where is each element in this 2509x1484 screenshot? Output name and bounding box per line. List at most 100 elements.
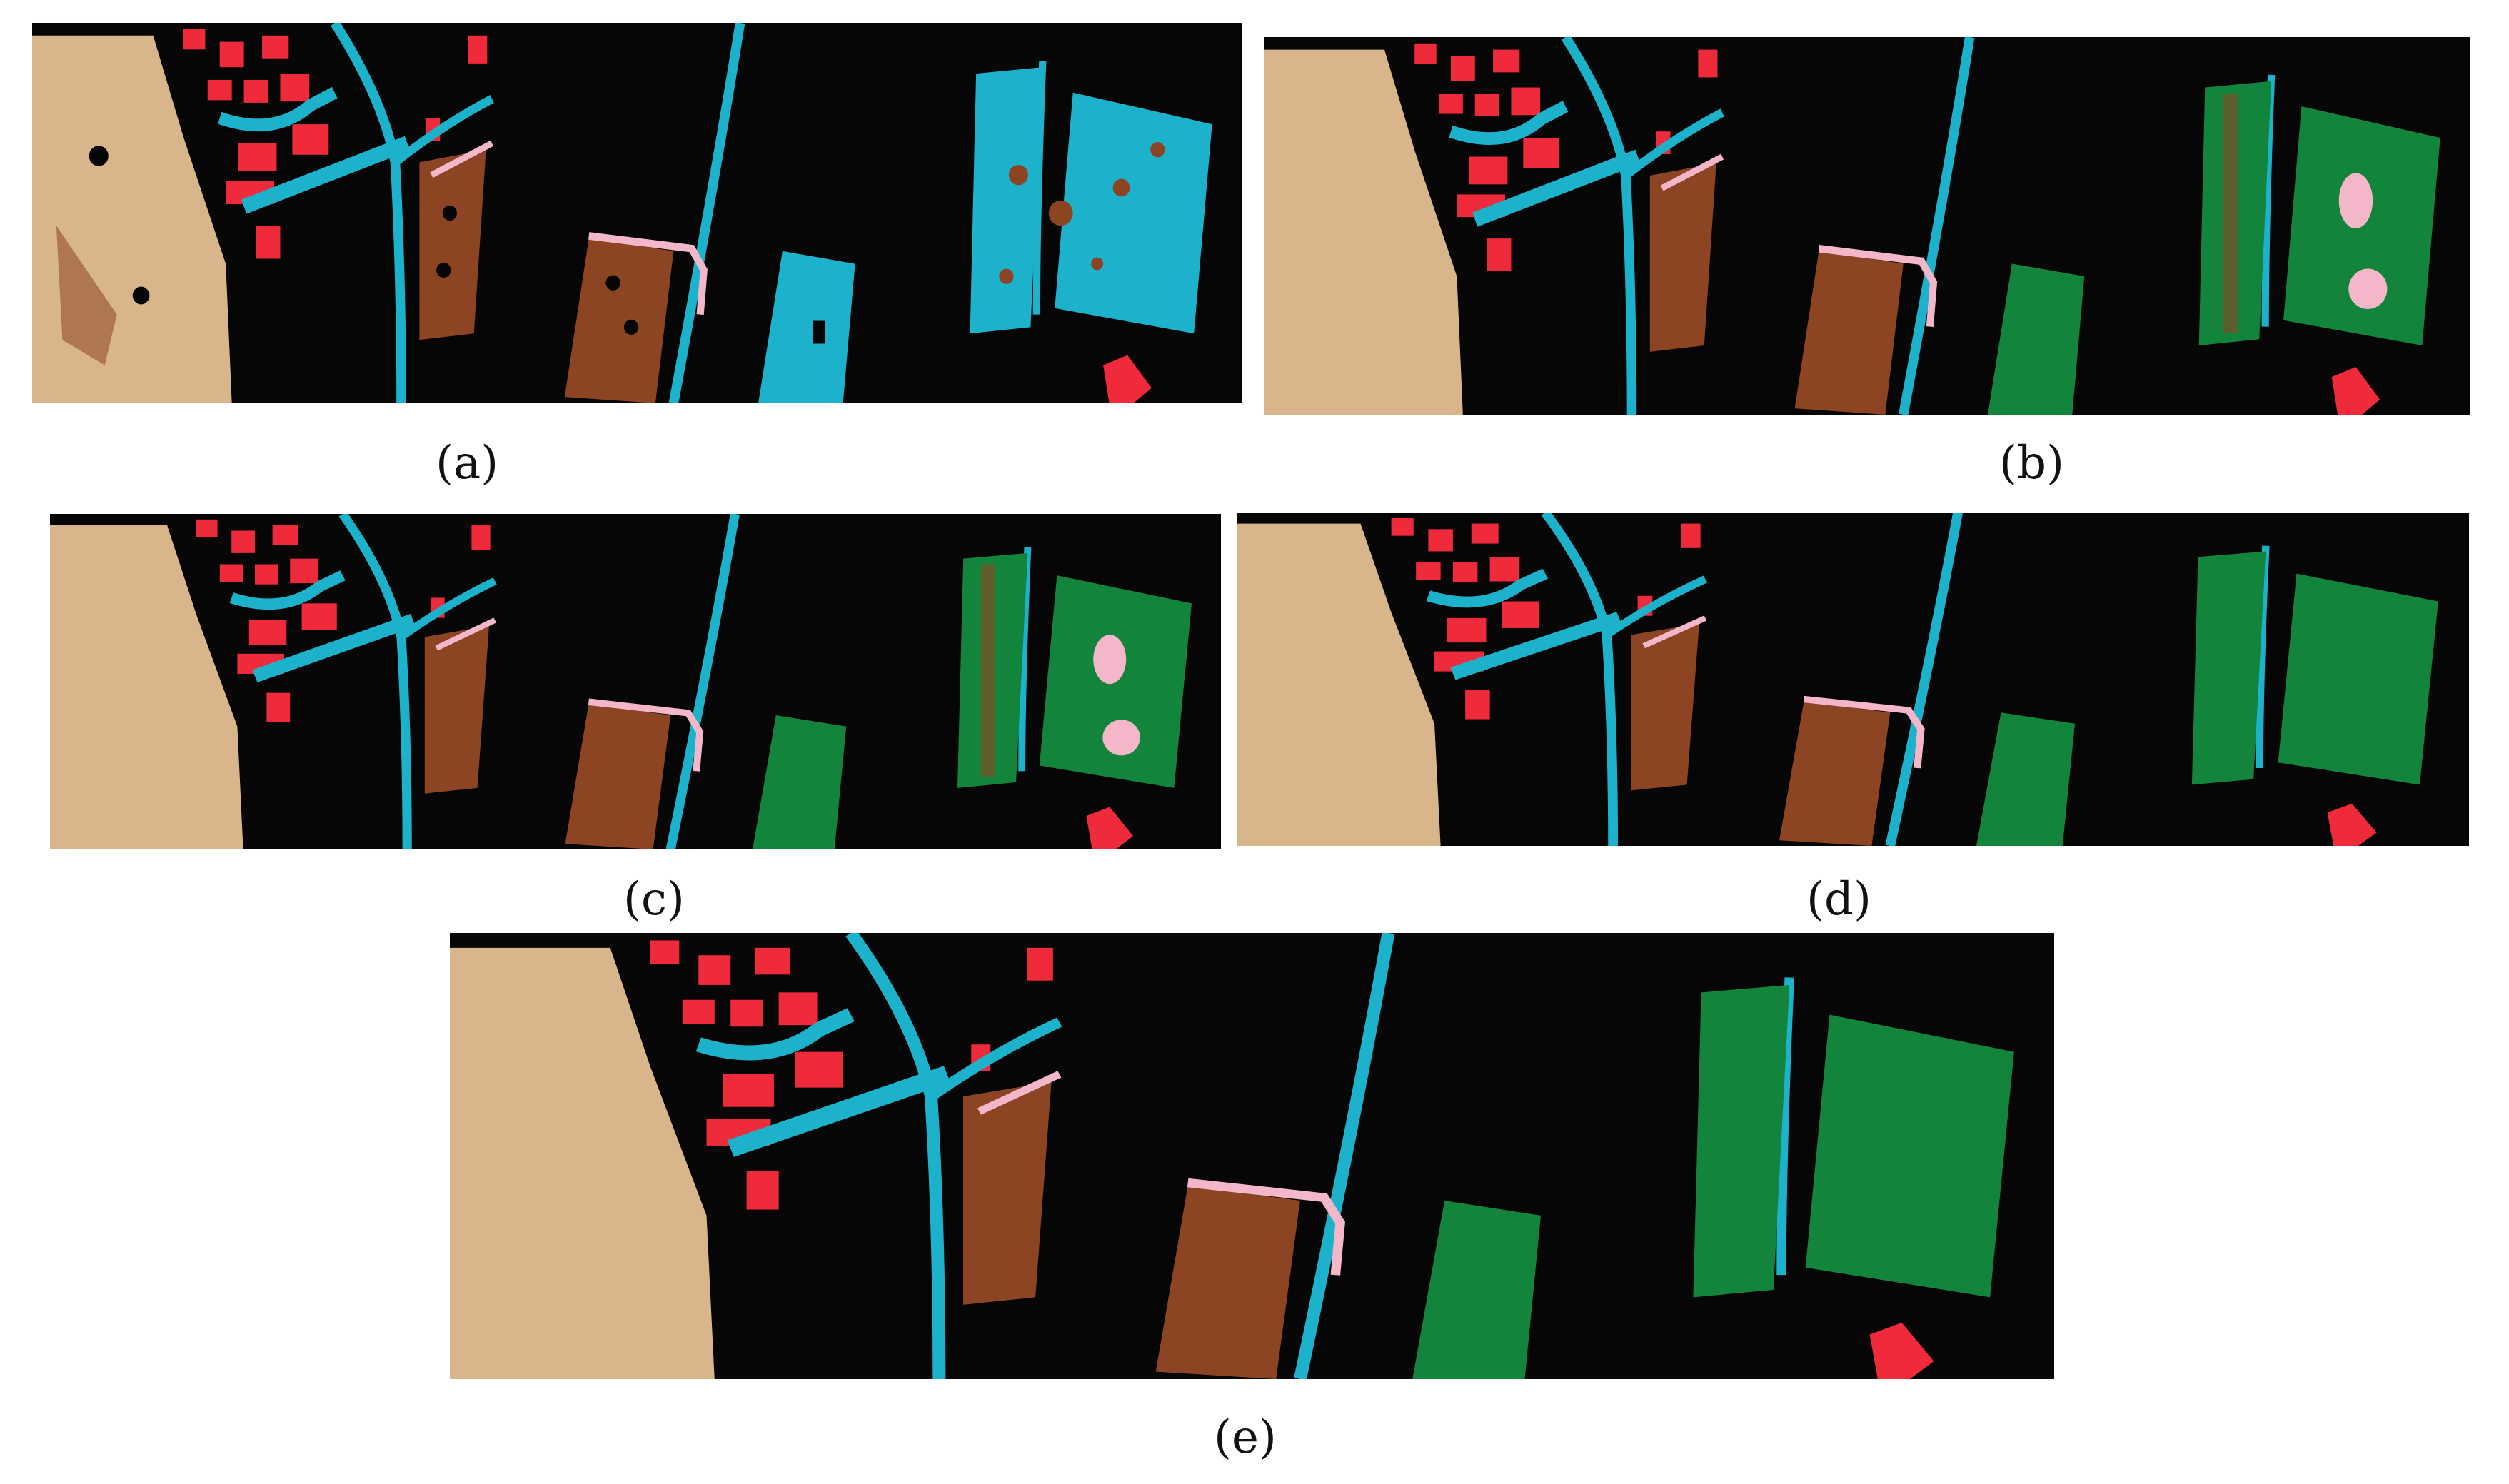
classification-map-e	[450, 933, 2054, 1379]
red-building	[1493, 49, 1520, 73]
cyan-river	[845, 933, 946, 1379]
red-building	[722, 1074, 774, 1107]
brown-strip	[980, 564, 995, 777]
red-building	[2327, 803, 2377, 846]
vegetation-field	[1976, 712, 2075, 846]
cyan-branch	[1623, 108, 1724, 179]
cyan-channel	[1449, 101, 1569, 145]
pink-path	[1803, 695, 1925, 769]
red-building	[196, 519, 218, 537]
pink-path	[1642, 615, 1707, 649]
red-building	[1523, 138, 1560, 168]
pink-path	[588, 232, 708, 316]
mixed-pixels	[1150, 142, 1165, 158]
map-d-svg	[1237, 513, 2469, 846]
classification-map-c	[50, 514, 1221, 849]
mixed-pixels	[1048, 200, 1073, 226]
red-building	[1489, 557, 1520, 582]
classification-map-a	[32, 23, 1242, 403]
red-building	[207, 79, 232, 101]
tan-hole	[132, 286, 150, 305]
tan-hole	[89, 146, 109, 166]
tan-region	[1237, 523, 1441, 846]
vegetation-field	[1055, 92, 1212, 334]
mixed-pixels	[1091, 257, 1104, 271]
field-hole	[605, 275, 620, 291]
red-building	[243, 79, 268, 103]
mixed-pixels	[1112, 178, 1130, 197]
cyan-river	[1899, 37, 1975, 415]
cyan-road	[241, 136, 410, 214]
red-building	[1428, 529, 1453, 552]
panel-label-e: (e)	[1214, 1411, 1277, 1464]
red-building	[1511, 87, 1541, 116]
mixed-pixels	[999, 268, 1014, 284]
pink-path	[435, 617, 497, 651]
brown-field	[424, 625, 489, 794]
red-building	[1103, 355, 1152, 403]
brown-field	[1649, 163, 1716, 352]
vegetation-field	[2191, 551, 2266, 785]
cyan-channel	[695, 1008, 855, 1061]
pink-path	[977, 1071, 1062, 1115]
tan-mixed-patch	[56, 226, 117, 365]
cyan-stream	[2256, 545, 2270, 769]
cyan-stream	[1776, 977, 1794, 1276]
red-building	[219, 41, 244, 68]
map-b-svg	[1264, 37, 2470, 415]
red-building	[256, 226, 281, 259]
red-building	[1416, 562, 1441, 580]
brown-field	[1779, 701, 1891, 846]
red-building	[754, 947, 790, 975]
map-c-svg	[50, 514, 1221, 849]
red-building	[730, 999, 763, 1027]
cyan-river	[1294, 933, 1395, 1379]
red-building	[231, 530, 255, 553]
cyan-river	[1541, 513, 1619, 846]
brown-field	[565, 704, 671, 849]
pink-patch	[1093, 635, 1127, 685]
red-building	[1447, 617, 1487, 643]
red-building	[471, 525, 491, 550]
red-building	[778, 992, 818, 1026]
cyan-stream	[1032, 61, 1047, 315]
pink-patch	[2348, 268, 2388, 309]
tan-region	[1264, 49, 1463, 415]
red-building	[746, 1171, 779, 1210]
brown-field	[564, 238, 674, 403]
red-building	[292, 124, 329, 155]
field-hole	[623, 319, 639, 335]
red-building	[698, 955, 731, 985]
field-hole	[436, 262, 451, 278]
cyan-branch	[392, 95, 494, 166]
panel-label-a: (a)	[436, 437, 499, 490]
tan-region	[450, 947, 715, 1379]
red-building	[280, 74, 310, 102]
cyan-river	[331, 23, 406, 403]
cyan-river	[1561, 37, 1637, 415]
panel-label-c: (c)	[623, 873, 685, 926]
cyan-road	[1450, 612, 1622, 680]
red-building	[1450, 56, 1475, 81]
cyan-stream	[2261, 74, 2276, 327]
map-a-svg	[32, 23, 1242, 403]
pink-patch	[1102, 720, 1140, 756]
cyan-stream	[1018, 547, 1032, 772]
cyan-channel	[1426, 568, 1549, 608]
cyan-channel	[218, 86, 338, 132]
pink-path	[1818, 244, 1938, 328]
red-building	[1681, 523, 1701, 548]
red-building	[1698, 49, 1718, 78]
field-hole	[442, 205, 457, 221]
red-building	[1469, 156, 1508, 185]
red-building	[1391, 518, 1414, 536]
red-building	[272, 525, 298, 545]
red-building	[1487, 238, 1512, 271]
brown-field	[1794, 251, 1904, 415]
cyan-branch	[398, 577, 497, 640]
cyan-road	[252, 614, 416, 682]
brown-field	[1155, 1186, 1300, 1379]
red-building	[682, 999, 715, 1024]
field-hole	[813, 320, 825, 344]
vegetation-field	[2278, 573, 2438, 785]
